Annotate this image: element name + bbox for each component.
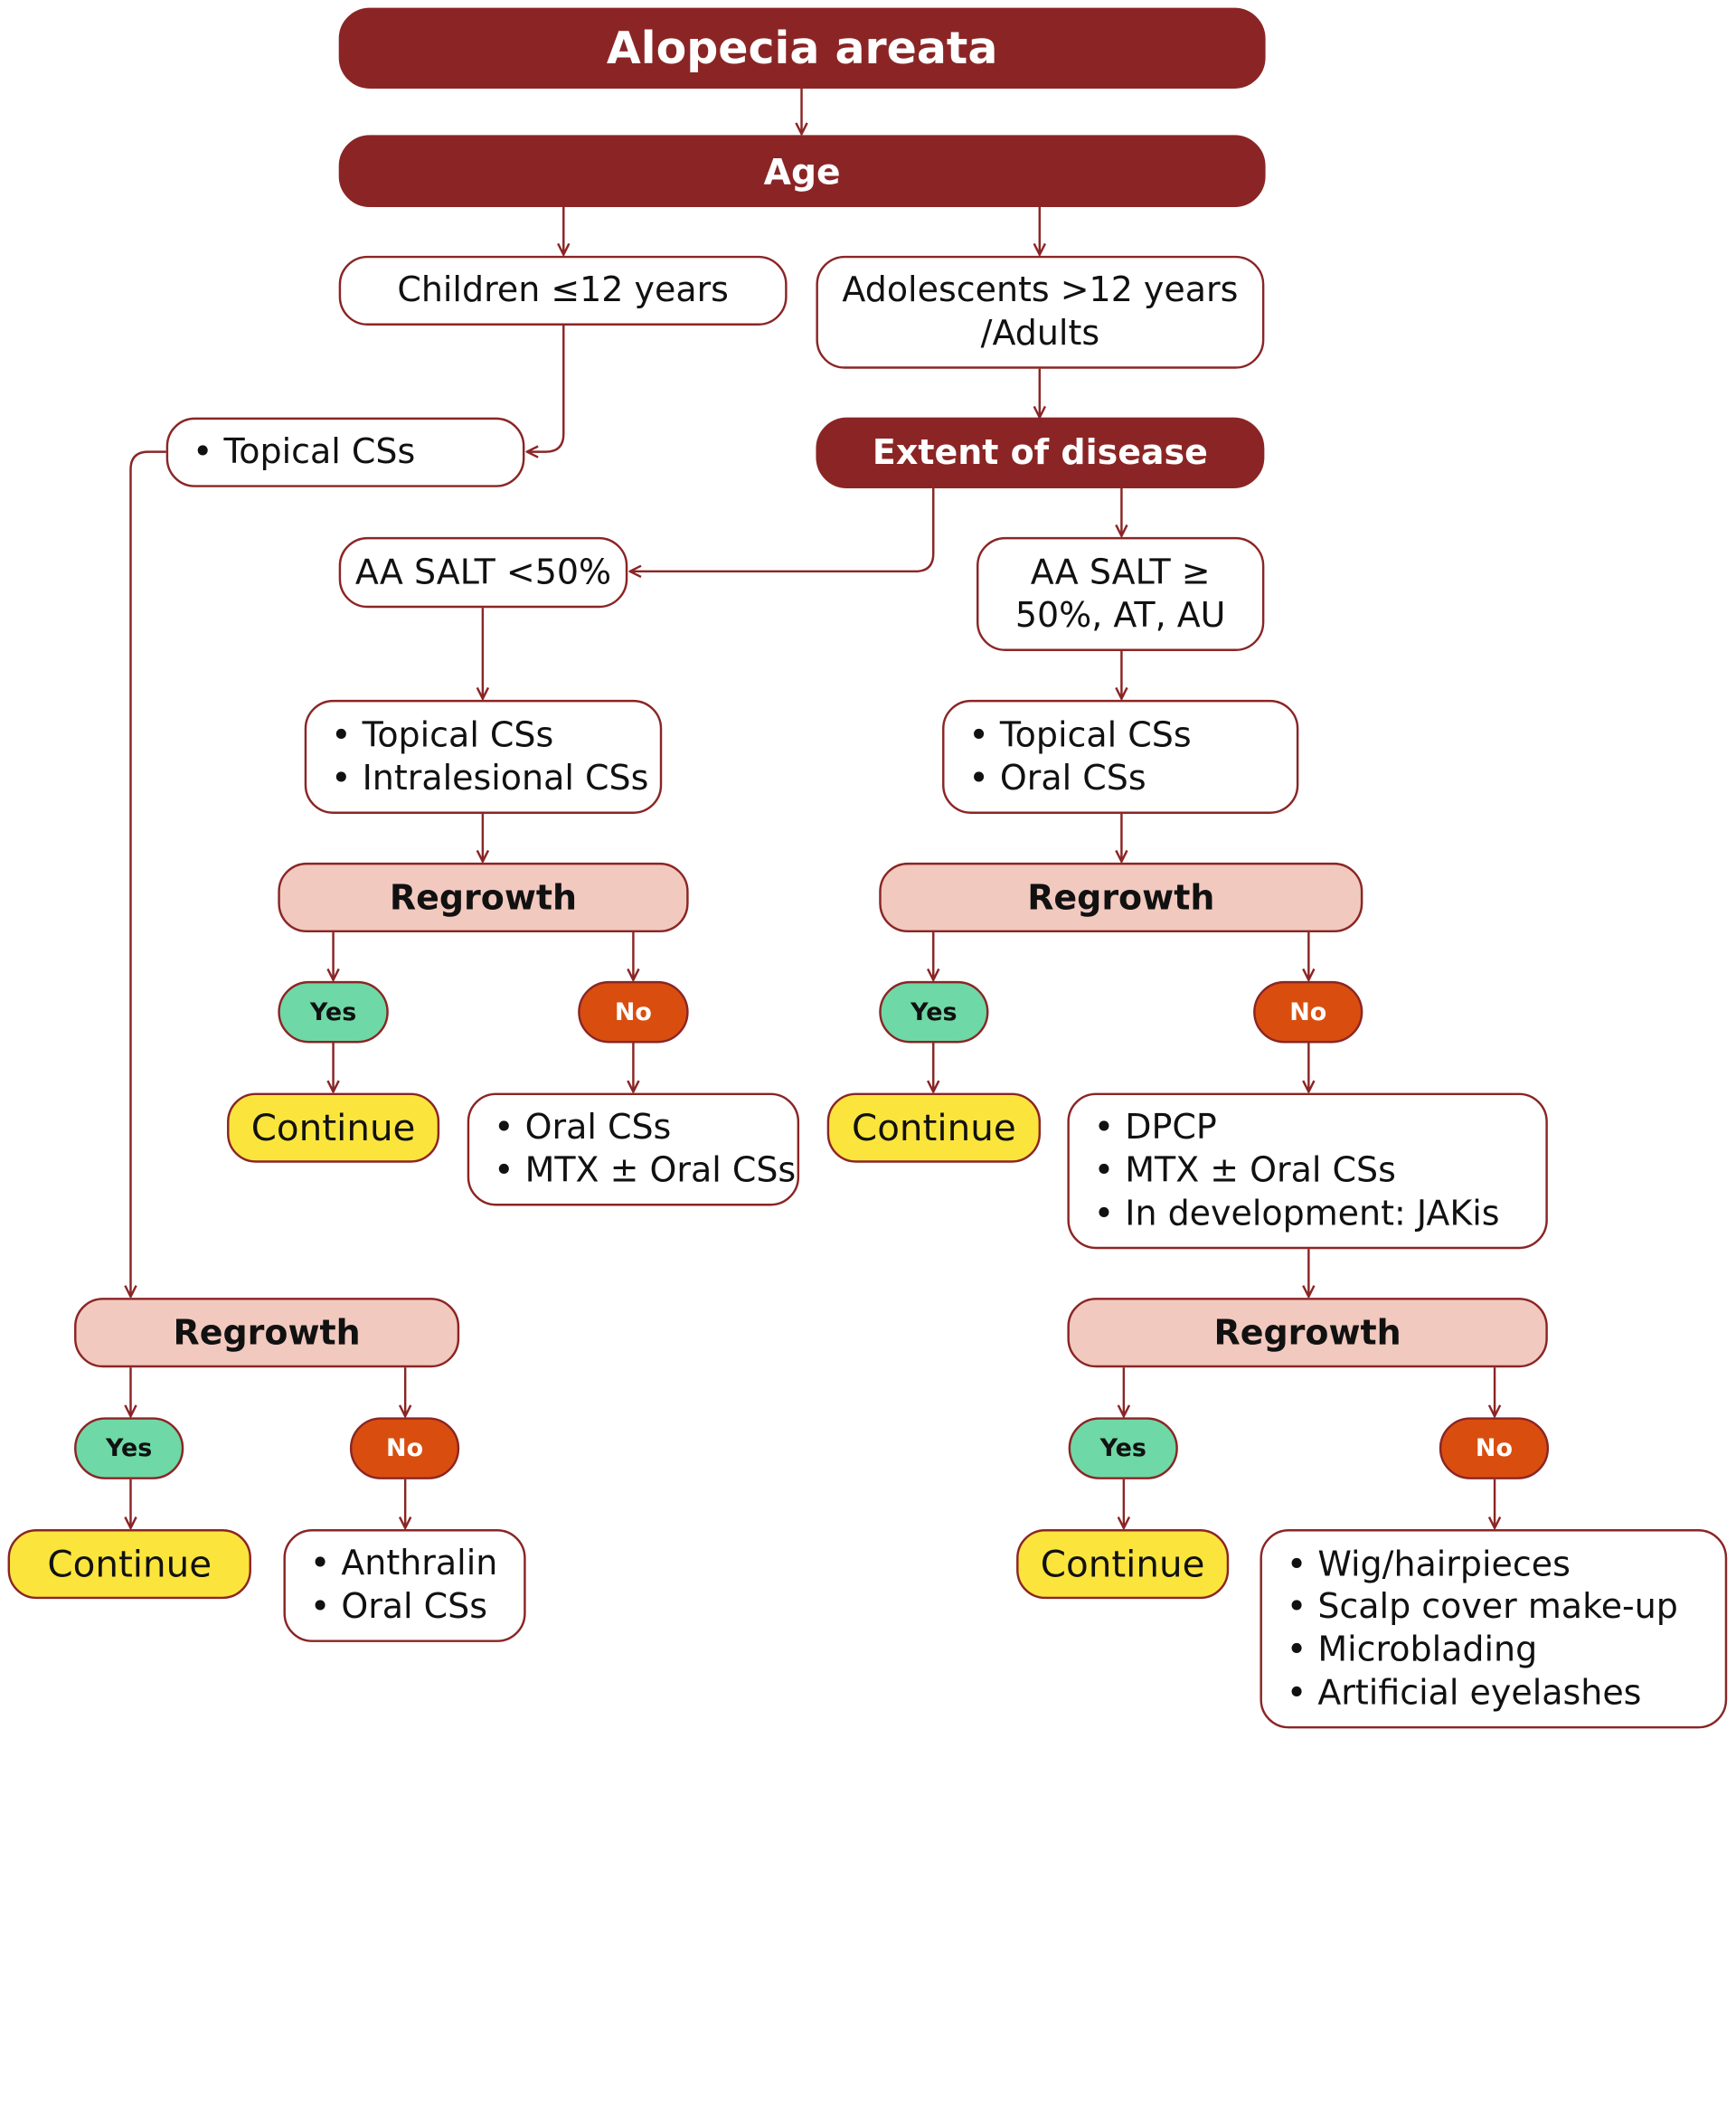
treat-high-item-2: Oral CSs bbox=[968, 757, 1146, 799]
treat-low-item-1: Topical CSs bbox=[331, 713, 554, 756]
continue-label: Continue bbox=[1040, 1542, 1205, 1586]
continue-box-children: Continue bbox=[7, 1529, 251, 1600]
salt-high-box: AA SALT ≥ 50%, AT, AU bbox=[976, 536, 1265, 651]
continue-box-high: Continue bbox=[826, 1092, 1042, 1163]
yes-label: Yes bbox=[105, 1434, 153, 1462]
no-low-treat-item-1: Oral CSs bbox=[494, 1107, 672, 1149]
continue-label: Continue bbox=[250, 1106, 416, 1150]
extent-text: Extent of disease bbox=[872, 432, 1208, 473]
yes-label: Yes bbox=[1099, 1434, 1146, 1462]
treat-high-item-1: Topical CSs bbox=[968, 713, 1192, 756]
regrowth-label: Regrowth bbox=[1213, 1312, 1401, 1353]
continue-box-final: Continue bbox=[1016, 1529, 1230, 1600]
children-text: Children ≤12 years bbox=[397, 269, 729, 311]
regrowth-label: Regrowth bbox=[389, 877, 578, 918]
salt-low-text: AA SALT <50% bbox=[354, 552, 612, 592]
regrowth-box-final: Regrowth bbox=[1067, 1298, 1548, 1368]
no-high-treat-item-2: MTX ± Oral CSs bbox=[1094, 1149, 1396, 1192]
extent-box: Extent of disease bbox=[816, 417, 1265, 488]
yes-pill-children: Yes bbox=[74, 1417, 184, 1479]
continue-label: Continue bbox=[47, 1542, 212, 1586]
no-high-treat-item-3: In development: JAKis bbox=[1094, 1193, 1499, 1235]
adolescents-line-1: Adolescents >12 years bbox=[842, 270, 1239, 311]
title-text: Alopecia areata bbox=[606, 23, 998, 74]
regrowth-box-low: Regrowth bbox=[278, 862, 689, 933]
adolescents-box: Adolescents >12 years /Adults bbox=[816, 255, 1265, 369]
final-no-treat-box: Wig/hairpieces Scalp cover make-up Micro… bbox=[1260, 1529, 1728, 1729]
treat-low-item-2: Intralesional CSs bbox=[331, 757, 649, 799]
salt-high-line-1: AA SALT ≥ bbox=[1030, 552, 1211, 592]
salt-low-box: AA SALT <50% bbox=[338, 536, 628, 609]
yes-pill-low: Yes bbox=[278, 980, 389, 1044]
yes-label: Yes bbox=[910, 997, 958, 1026]
children-box: Children ≤12 years bbox=[338, 255, 788, 326]
topical-children-box: Topical CSs bbox=[165, 417, 525, 487]
final-no-treat-item-1: Wig/hairpieces bbox=[1287, 1543, 1571, 1585]
yes-label: Yes bbox=[309, 997, 357, 1026]
treat-low-box: Topical CSs Intralesional CSs bbox=[304, 699, 663, 814]
treat-high-box: Topical CSs Oral CSs bbox=[942, 699, 1299, 814]
continue-label: Continue bbox=[851, 1106, 1016, 1150]
children-no-treat-item-1: Anthralin bbox=[310, 1543, 497, 1585]
no-label: No bbox=[1289, 997, 1327, 1026]
age-box: Age bbox=[338, 135, 1266, 207]
no-pill-final: No bbox=[1439, 1417, 1550, 1479]
topical-children-item-1: Topical CSs bbox=[193, 430, 416, 473]
age-text: Age bbox=[763, 149, 841, 193]
title-box: Alopecia areata bbox=[338, 7, 1266, 89]
no-low-treat-box: Oral CSs MTX ± Oral CSs bbox=[467, 1092, 800, 1206]
no-label: No bbox=[1475, 1434, 1513, 1462]
adolescents-line-2: /Adults bbox=[980, 313, 1100, 354]
yes-pill-high: Yes bbox=[879, 980, 989, 1044]
regrowth-box-children: Regrowth bbox=[74, 1298, 460, 1368]
no-pill-high: No bbox=[1253, 980, 1363, 1044]
connector-lines bbox=[0, 88, 1736, 1736]
final-no-treat-item-3: Microblading bbox=[1287, 1629, 1537, 1671]
yes-pill-final: Yes bbox=[1068, 1417, 1178, 1479]
children-no-treat-box: Anthralin Oral CSs bbox=[283, 1529, 526, 1642]
regrowth-box-high: Regrowth bbox=[879, 862, 1363, 933]
no-low-treat-item-2: MTX ± Oral CSs bbox=[494, 1149, 797, 1192]
final-no-treat-item-4: Artificial eyelashes bbox=[1287, 1672, 1641, 1715]
no-pill-low: No bbox=[578, 980, 689, 1044]
continue-box-low: Continue bbox=[227, 1092, 440, 1163]
salt-high-line-2: 50%, AT, AU bbox=[1014, 595, 1226, 636]
no-label: No bbox=[614, 997, 652, 1026]
no-high-treat-item-1: DPCP bbox=[1094, 1107, 1217, 1149]
regrowth-label: Regrowth bbox=[1027, 877, 1215, 918]
no-high-treat-box: DPCP MTX ± Oral CSs In development: JAKi… bbox=[1067, 1092, 1548, 1250]
regrowth-label: Regrowth bbox=[173, 1312, 361, 1353]
final-no-treat-item-2: Scalp cover make-up bbox=[1287, 1586, 1678, 1629]
no-label: No bbox=[386, 1434, 424, 1462]
no-pill-children: No bbox=[349, 1417, 460, 1479]
children-no-treat-item-2: Oral CSs bbox=[310, 1585, 487, 1628]
